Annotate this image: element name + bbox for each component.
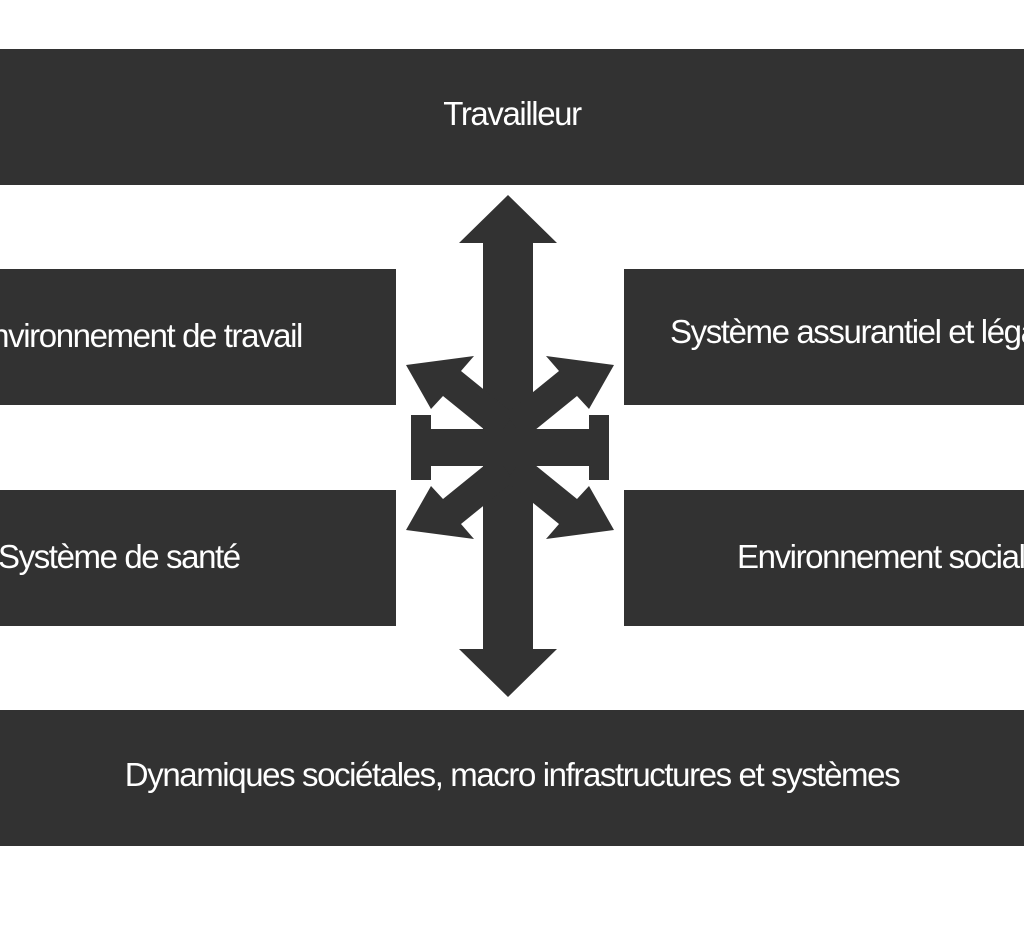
box-systeme-de-sante: Système de santé — [0, 490, 396, 626]
label-environnement-de-travail: Environnement de travail — [0, 317, 303, 354]
label-travailleur: Travailleur — [443, 95, 582, 132]
arrow-right — [510, 415, 609, 480]
box-travailleur: Travailleur — [0, 49, 1024, 185]
label-systeme-assurantiel: Système assurantiel et légal — [670, 313, 1024, 350]
label-dynamiques-societales: Dynamiques sociétales, macro infrastruct… — [124, 756, 901, 793]
arrow-lower-right — [506, 456, 614, 539]
label-systeme-de-sante: Système de santé — [0, 538, 241, 575]
box-environnement-de-travail: Environnement de travail — [0, 269, 396, 405]
arrow-upper-right — [506, 356, 614, 439]
label-environnement-social: Environnement social — [737, 538, 1024, 575]
box-environnement-social: Environnement social — [624, 490, 1024, 626]
arrow-lower-left — [406, 456, 514, 539]
arrow-left — [411, 415, 510, 480]
box-dynamiques-societales: Dynamiques sociétales, macro infrastruct… — [0, 710, 1024, 846]
arrow-upper-left — [406, 356, 514, 439]
box-systeme-assurantiel: Système assurantiel et légal — [624, 269, 1024, 405]
